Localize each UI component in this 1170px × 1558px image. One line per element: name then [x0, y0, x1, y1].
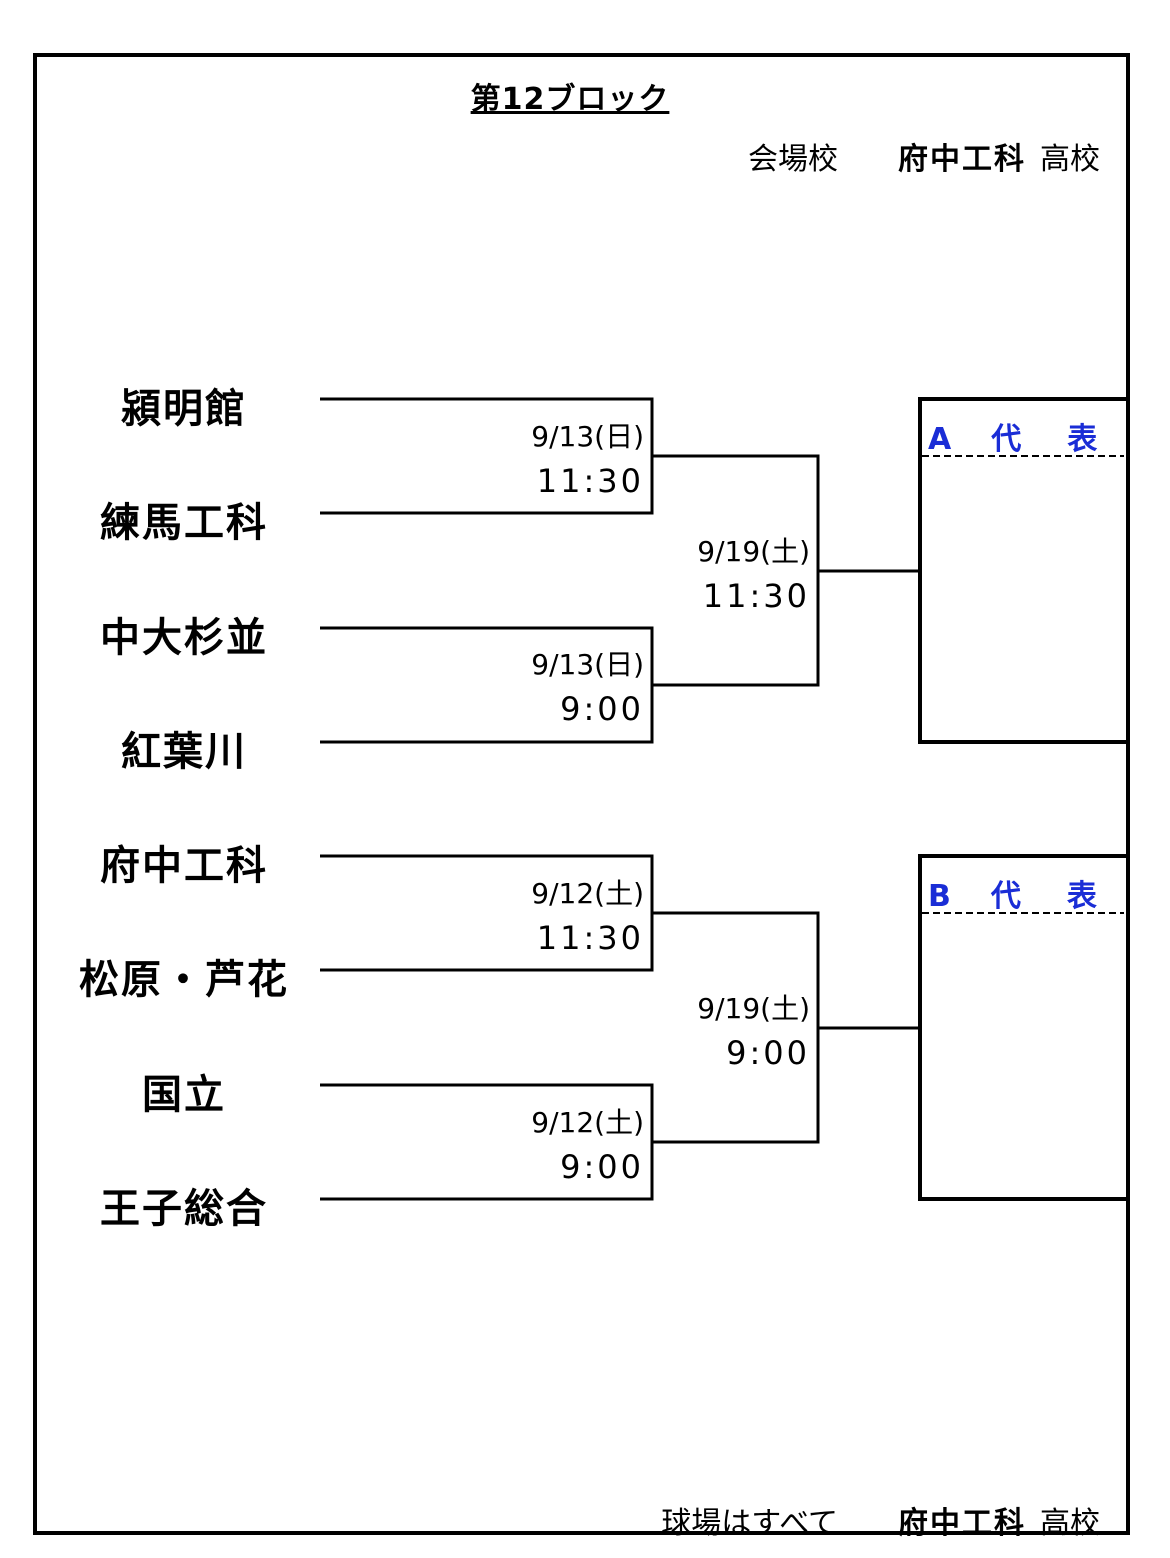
match-date: 9/12(土): [531, 1106, 644, 1139]
footer-label: 球場はすべて: [661, 1506, 838, 1541]
match-time: 9:00: [560, 1148, 644, 1186]
match-r1-3: 9/12(土) 11:30: [470, 872, 644, 960]
match-r1-1: 9/13(日) 11:30: [470, 415, 644, 503]
match-r1-4: 9/12(土) 9:00: [470, 1101, 644, 1189]
match-time: 11:30: [536, 462, 644, 500]
match-date: 9/19(土): [697, 992, 810, 1025]
venue-school: 府中工科: [898, 142, 1026, 177]
rep-text: 代 表: [990, 879, 1105, 914]
match-r2-2: 9/19(土) 9:00: [640, 987, 810, 1075]
rep-box-a: [918, 397, 1126, 744]
venue-row: 会場校 府中工科高校: [748, 134, 1100, 178]
venue-suffix: 高校: [1040, 142, 1100, 177]
footer-school: 府中工科: [898, 1506, 1026, 1541]
match-time: 9:00: [726, 1034, 810, 1072]
rep-box-b: [918, 854, 1126, 1201]
team-8: 王子総合: [100, 1186, 268, 1232]
team-4: 紅葉川: [121, 729, 247, 775]
rep-letter: A: [928, 422, 952, 457]
match-r2-1: 9/19(土) 11:30: [640, 530, 810, 618]
match-date: 9/13(日): [531, 420, 644, 453]
rep-letter: B: [928, 879, 951, 914]
rep-text: 代 表: [991, 422, 1106, 457]
match-time: 11:30: [536, 919, 644, 957]
team-2: 練馬工科: [100, 500, 268, 546]
match-time: 9:00: [560, 690, 644, 728]
team-3: 中大杉並: [100, 615, 268, 661]
match-r1-2: 9/13(日) 9:00: [470, 643, 644, 731]
team-1: 潁明館: [121, 386, 247, 432]
bracket-frame: [33, 53, 1130, 1535]
team-5: 府中工科: [100, 843, 268, 889]
venue-label: 会場校: [748, 142, 838, 177]
footer-row: 球場はすべて 府中工科高校: [661, 1498, 1100, 1542]
match-date: 9/13(日): [531, 648, 644, 681]
match-time: 11:30: [702, 577, 810, 615]
footer-suffix: 高校: [1040, 1506, 1100, 1541]
team-6: 松原・芦花: [79, 957, 289, 1003]
block-title: 第12ブロック: [470, 82, 670, 117]
team-7: 国立: [142, 1072, 226, 1118]
match-date: 9/19(土): [697, 535, 810, 568]
match-date: 9/12(土): [531, 877, 644, 910]
